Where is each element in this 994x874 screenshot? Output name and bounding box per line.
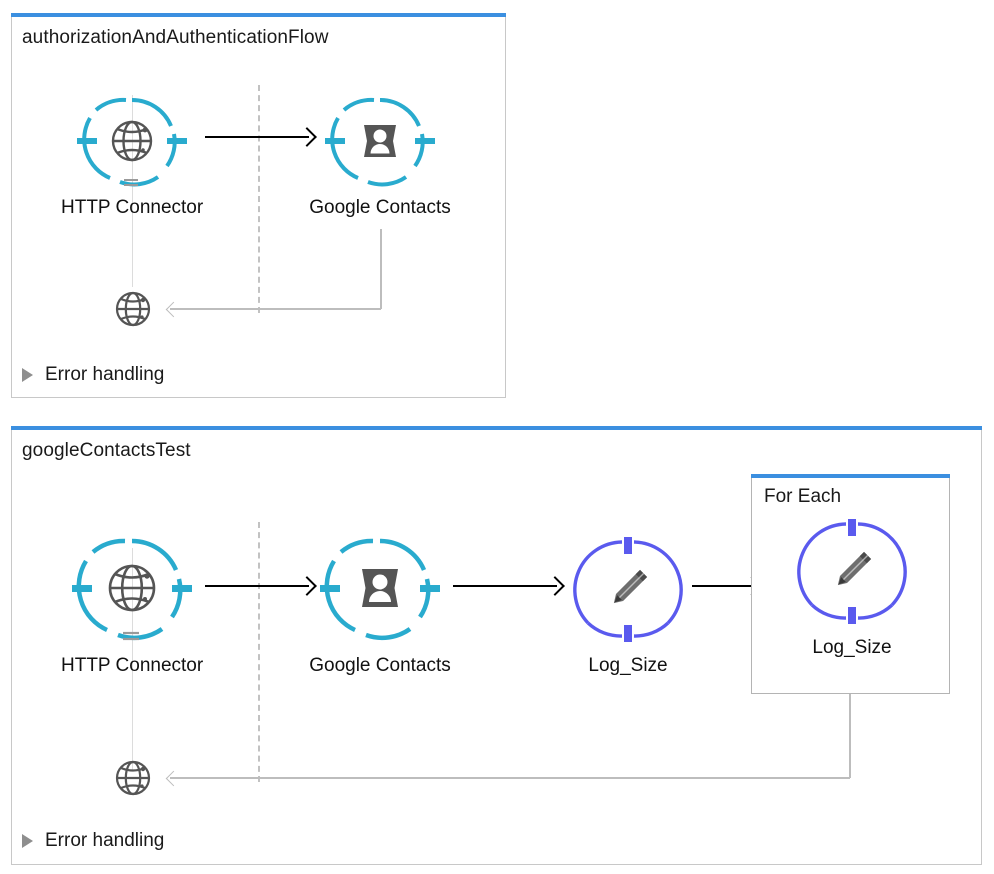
port-bottom: [624, 625, 632, 642]
flow-node-log-size[interactable]: Log_Size: [557, 535, 699, 677]
error-handling-section[interactable]: Error handling: [22, 830, 164, 852]
flow-node-google-contacts[interactable]: Google Contacts: [309, 535, 451, 677]
return-path-horizontal: [170, 777, 850, 779]
node-label: HTTP Connector: [61, 655, 204, 676]
logger-icon-wrap: [792, 517, 912, 632]
flow-node-google-contacts[interactable]: Google Contacts: [309, 92, 451, 219]
triangle-right-icon[interactable]: [22, 368, 33, 382]
flow-panel-google-contacts-test[interactable]: googleContactsTest: [11, 426, 982, 865]
connector-response-line: [132, 95, 133, 287]
pencil-icon: [797, 519, 907, 624]
node-label: Log_Size: [588, 655, 668, 676]
flow-title: googleContactsTest: [22, 440, 191, 461]
logger-icon-wrap: [568, 535, 688, 650]
scope-accent-bar: [751, 474, 950, 478]
flow-title: authorizationAndAuthenticationFlow: [22, 27, 329, 48]
port-right: [420, 585, 440, 592]
node-label: Google Contacts: [309, 655, 451, 676]
scope-box-for-each[interactable]: For Each: [751, 474, 950, 694]
globe-icon: [72, 538, 192, 641]
return-path-vertical: [849, 694, 851, 778]
flow-panel-authorization[interactable]: authorizationAndAuthenticationFlow: [11, 13, 506, 398]
triangle-right-icon[interactable]: [22, 834, 33, 848]
flow-arrow-line: [692, 585, 754, 587]
flow-node-http-response[interactable]: [113, 758, 153, 798]
port-bottom: [848, 607, 856, 624]
globe-icon: [77, 97, 187, 187]
flow-arrow-line: [205, 136, 309, 138]
error-handling-label: Error handling: [45, 830, 165, 851]
port-left: [72, 585, 92, 592]
flow-accent-bar: [11, 13, 506, 17]
globe-icon: [115, 291, 151, 327]
google-contacts-icon-wrap: [320, 92, 440, 192]
http-response-icon-wrap: [113, 758, 153, 798]
source-separator-line: [258, 85, 260, 313]
node-label: Google Contacts: [309, 197, 451, 218]
flow-arrow-line: [205, 585, 309, 587]
port-right: [167, 138, 187, 144]
flow-arrow-line: [453, 585, 557, 587]
flow-node-http-connector[interactable]: HTTP Connector: [61, 535, 203, 677]
http-connector-icon-wrap: [72, 92, 192, 192]
scope-title: For Each: [764, 486, 842, 507]
port-left: [77, 138, 97, 144]
port-right: [415, 138, 435, 144]
port-right: [172, 585, 192, 592]
flow-node-http-response[interactable]: [113, 289, 153, 329]
return-path-arrowhead: [165, 770, 182, 787]
connector-response-line: [132, 548, 133, 770]
error-handling-label: Error handling: [45, 364, 165, 385]
http-connector-icon-wrap: [72, 535, 192, 650]
return-path-horizontal: [170, 308, 381, 310]
port-left: [325, 138, 345, 144]
google-contacts-icon-wrap: [320, 535, 440, 650]
contact-card-icon: [320, 538, 440, 641]
node-label: HTTP Connector: [61, 197, 204, 218]
return-path-arrowhead: [165, 301, 182, 318]
port-top: [848, 519, 856, 536]
port-left: [320, 585, 340, 592]
port-top: [624, 537, 632, 554]
http-response-icon-wrap: [113, 289, 153, 329]
source-separator-line: [258, 522, 260, 782]
globe-icon: [115, 760, 151, 796]
contact-card-icon: [325, 97, 435, 187]
flow-node-log-size-foreach[interactable]: Log_Size: [781, 517, 923, 659]
return-path-vertical: [380, 229, 382, 309]
node-label: Log_Size: [812, 637, 892, 658]
error-handling-section[interactable]: Error handling: [22, 364, 164, 386]
flow-node-http-connector[interactable]: HTTP Connector: [61, 92, 203, 219]
flow-accent-bar: [11, 426, 982, 430]
pencil-icon: [573, 537, 683, 642]
